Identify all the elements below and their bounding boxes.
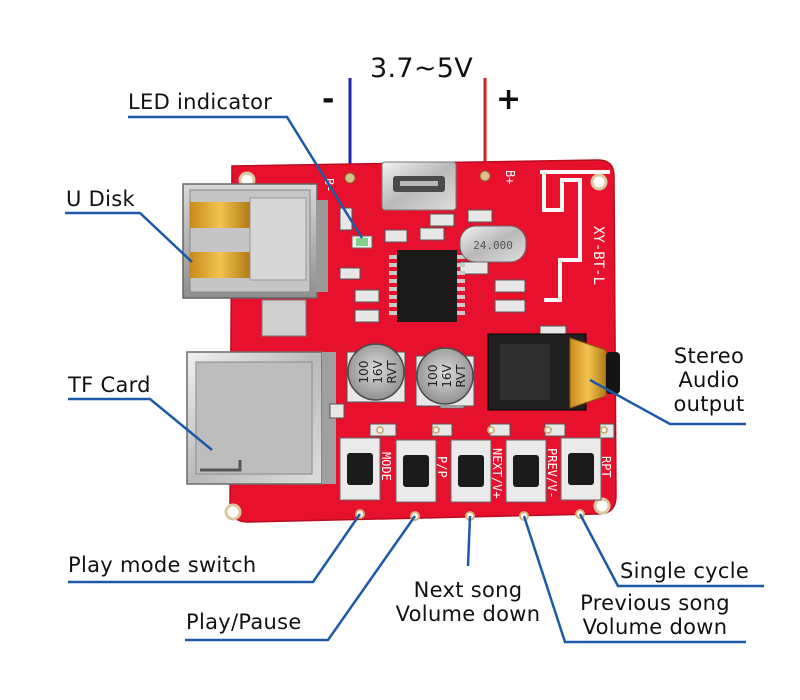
silk-model: XY-BT-L [590,226,606,285]
antenna-trace [540,170,610,302]
tactile-buttons [339,437,602,503]
leader-mode [68,513,362,584]
label-play-mode-switch: Play mode switch [68,553,257,577]
stereo-line-2: Audio [678,368,740,392]
silk-pp: P/P [435,456,449,478]
leader-led [128,115,364,239]
label-stereo-audio-output: Stereo Audio output [664,344,754,416]
label-play-pause: Play/Pause [186,610,302,634]
label-single-cycle: Single cycle [620,559,750,583]
main-chip [389,250,465,322]
crystal-text: 24.000 [473,239,513,252]
leader-stereo [589,378,746,426]
svg-text:100: 100 [357,361,371,384]
label-u-disk: U Disk [66,187,135,211]
silk-prev: PREV/V- [545,448,559,499]
stereo-line-1: Stereo [673,344,745,368]
silk-rpt: RPT [599,456,613,478]
svg-text:16V: 16V [371,359,385,383]
next-line-2: Volume down [395,602,541,626]
audio-jack [487,333,620,411]
micro-usb-connector [381,161,457,211]
leader-tfcard [68,397,213,451]
prev-line-1: Previous song [580,591,730,615]
svg-text:RVT: RVT [385,360,399,384]
capacitor-right: 100 16V RVT [415,347,475,407]
silk-b-plus: B+ [503,170,517,184]
plus-sign: + [496,82,522,117]
svg-text:RVT: RVT [454,364,468,388]
crystal-oscillator: 24.000 [459,225,527,263]
label-next-song: Next song Volume down [350,578,586,626]
mounting-holes [224,171,611,521]
label-previous-song: Previous song Volume down [560,591,750,639]
minus-sign: - [322,82,335,117]
label-tf-card: TF Card [68,373,151,397]
b-plus-pad [479,170,491,182]
leader-udisk [65,211,193,263]
usb-a-port [182,183,328,337]
leader-rpt [578,513,764,588]
leader-next [466,515,472,567]
b-minus-pad [344,172,356,184]
silk-mode: MODE [379,452,393,481]
tf-card-slot [186,351,336,485]
leader-lines [65,115,764,644]
svg-text:16V: 16V [440,363,454,387]
next-line-1: Next song [413,578,523,602]
voltage-label: 3.7~5V [370,53,474,84]
capacitor-left: 100 16V RVT [346,343,406,403]
leader-prev [522,515,746,644]
silk-next: NEXT/V+ [490,448,504,499]
stereo-line-3: output [673,392,745,416]
label-led-indicator: LED indicator [128,90,273,114]
leader-pp [185,515,417,642]
svg-text:100: 100 [426,365,440,388]
prev-line-2: Volume down [582,615,728,639]
